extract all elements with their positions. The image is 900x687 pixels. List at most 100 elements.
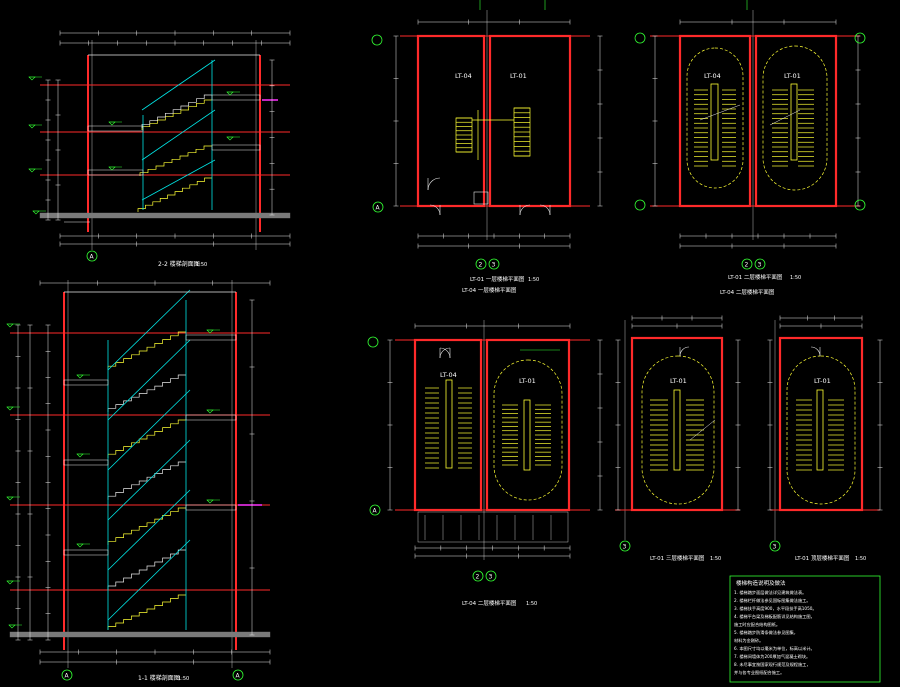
handrail	[141, 109, 216, 161]
notes-line: 7. 楼梯间墙体为200厚加气混凝土砌块。	[734, 653, 810, 660]
plan1-room-right: LT-01	[510, 72, 527, 80]
landing-slab	[87, 125, 144, 132]
labels: 2-2 楼梯剖面图 1:50 1-1 楼梯剖面图 1:50 LT-01 一层楼梯…	[138, 72, 866, 682]
axis-label: 3	[623, 544, 627, 551]
plan1-room-left: LT-04	[455, 72, 472, 80]
stair-flight	[107, 331, 186, 370]
room-wall	[754, 34, 838, 208]
stair-flight	[139, 145, 212, 176]
stair-well	[673, 389, 681, 471]
notes-line: 5. 楼梯踏步防滑条做法参见图集，	[734, 629, 798, 636]
walking-line	[493, 359, 563, 501]
plan-third-floor	[615, 315, 741, 540]
grid-axis-bubble-icon	[634, 32, 646, 44]
plan-first-floor-right	[634, 0, 866, 249]
elevation-mark-icon	[206, 409, 214, 414]
section-top-title: 2-2 楼梯剖面图	[158, 260, 200, 268]
plan2-subtitle: LT-04 二层楼梯平面图	[720, 288, 775, 296]
direction-arrow	[769, 109, 801, 126]
elevation-mark-icon	[6, 323, 14, 328]
grid-axis-bubble-icon: 3	[769, 540, 781, 552]
stair-flight	[107, 549, 186, 590]
grid-axis-bubble-icon: 2	[475, 258, 487, 270]
plan3-title: LT-04 二层楼梯平面图	[462, 599, 517, 607]
plan2-room-right: LT-01	[784, 72, 801, 80]
plan-roof	[767, 315, 883, 540]
axis-label: 3	[773, 544, 777, 551]
handrail	[107, 439, 191, 521]
plan2-scale: 1:50	[790, 275, 801, 281]
notes-line: 1. 楼梯踏步面层做法详见建筑做法表。	[734, 589, 806, 596]
walking-line	[786, 355, 856, 505]
door-swing	[679, 346, 690, 357]
plan5-scale: 1:50	[855, 556, 866, 562]
stair-flight	[141, 99, 212, 130]
plan2-room-left: LT-04	[704, 72, 721, 80]
elevation-mark-icon	[6, 406, 14, 411]
axis-label: 2	[476, 574, 480, 581]
section-top-scale: 1:50	[196, 262, 207, 268]
landing-slab	[63, 379, 109, 386]
elevation-mark-icon	[226, 91, 234, 96]
section-bottom-title: 1-1 楼梯剖面图	[138, 674, 180, 682]
notes-line: 4. 楼梯平台梁及梯板配筋详见结构施工图，	[734, 613, 815, 620]
elevation-mark-icon	[28, 124, 36, 129]
plan3-room-right: LT-01	[519, 377, 536, 385]
direction-arrow	[699, 104, 741, 121]
grid-axis-bubble-icon	[634, 199, 646, 211]
handrail	[107, 289, 191, 371]
grid-axis-bubble-icon: 3	[488, 258, 500, 270]
door-swing	[427, 177, 441, 191]
elevation-mark-icon	[206, 499, 214, 504]
grid-axis-bubble-icon	[371, 34, 383, 46]
grid-axis-bubble-icon: A	[232, 669, 244, 681]
elevation-mark-icon	[6, 580, 14, 585]
stair-outline	[513, 107, 531, 157]
elevation-mark-icon	[6, 496, 14, 501]
column-detail	[473, 191, 489, 205]
ground-slab	[9, 631, 271, 638]
axis-label: A	[90, 254, 95, 261]
elevation-mark-icon	[226, 136, 234, 141]
landing-slab	[63, 549, 109, 556]
landing-slab	[211, 94, 261, 101]
stair-well	[790, 83, 798, 161]
elevation-mark-icon	[76, 453, 84, 458]
notes-frame	[729, 575, 881, 683]
stair-well	[710, 83, 719, 161]
elevation-mark-icon	[8, 624, 16, 629]
room-wall	[413, 338, 483, 512]
stair-flight	[107, 374, 186, 412]
stair-flight	[141, 94, 212, 128]
grid-axis-bubble-icon	[854, 199, 866, 211]
elevation-mark-icon	[76, 543, 84, 548]
ground-slab	[39, 212, 291, 219]
notes-line: 材料为金刚砂。	[734, 637, 763, 644]
stair-flight	[107, 419, 186, 458]
grid-axis-bubble-icon	[367, 336, 379, 348]
plan-first-floor	[371, 0, 603, 249]
grid-axis-bubble-icon	[854, 32, 866, 44]
grid-axis-bubble-icon: A	[369, 504, 381, 516]
grid-axis-bubble-icon: A	[372, 201, 384, 213]
notes-line: 6. 本图尺寸均以毫米为单位，标高以米计。	[734, 645, 815, 652]
elevation-mark-icon	[108, 121, 116, 126]
axis-label: 3	[489, 574, 493, 581]
stair-flight	[107, 461, 186, 500]
stair-flight	[107, 507, 186, 545]
plan5-title: LT-01 顶层楼梯平面图	[795, 554, 850, 562]
plan1-title: LT-01 一层楼梯平面图	[470, 275, 525, 283]
grid-axis-bubble-icon: 3	[619, 540, 631, 552]
axis-label: 3	[492, 262, 496, 269]
direction-arrow	[689, 419, 716, 441]
notes-box: 楼梯构造说明及做法 1. 楼梯踏步面层做法详见建筑做法表。2. 楼梯栏杆做法参见…	[729, 575, 881, 683]
section-2-2	[28, 30, 291, 250]
axis-label: A	[376, 205, 381, 212]
plan4-title: LT-01 三层楼梯平面图	[650, 554, 705, 562]
grid-axis-bubble-icon: A	[61, 669, 73, 681]
plan1-subtitle: LT-04 一层楼梯平面图	[462, 286, 517, 294]
section-1-1	[6, 280, 271, 668]
handrail	[107, 539, 191, 621]
room-wall	[630, 336, 724, 512]
